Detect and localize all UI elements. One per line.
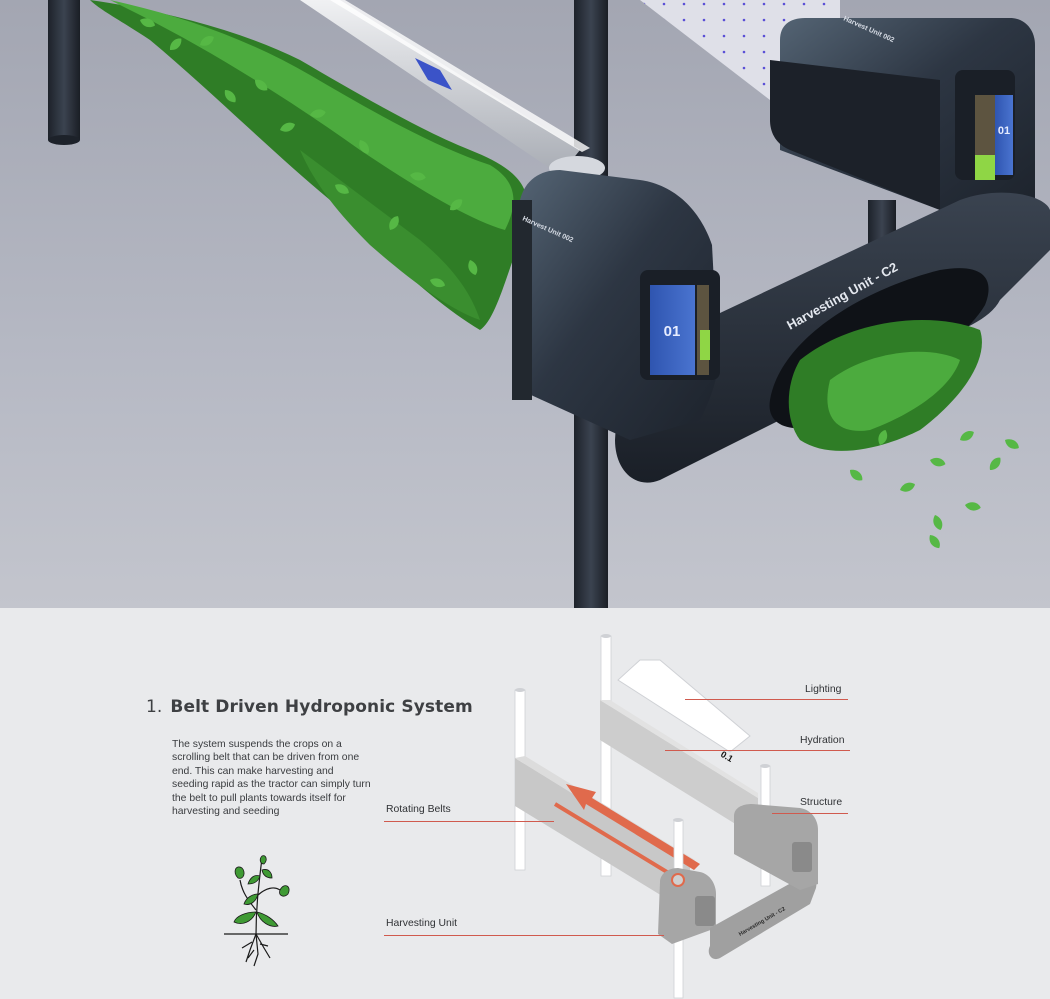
callout-rotating-belts: Rotating Belts (386, 804, 451, 815)
callout-rotating-belts-line (384, 821, 554, 823)
callout-lighting-line (685, 699, 848, 701)
svg-text:0.1: 0.1 (719, 749, 735, 764)
section-description: The system suspends the crops on a scrol… (172, 739, 371, 818)
harvesting-unit-render: 01 Harvest Unit 002 Harvesting Unit - C2 (0, 0, 1050, 608)
callout-harvesting-unit-line (384, 935, 664, 937)
callout-structure: Structure (800, 797, 843, 808)
cartridge-number-center: 01 (664, 323, 681, 340)
callout-harvesting-unit: Harvesting Unit (386, 918, 458, 929)
harvest-unit-right: 01 Harvest Unit 002 (770, 15, 1035, 210)
callout-lighting: Lighting (805, 684, 842, 695)
section-number: 1. (146, 697, 163, 717)
crop-foliage (90, 0, 528, 330)
cartridge-number-right: 01 (998, 125, 1010, 137)
plant-icon (224, 855, 290, 967)
section-title: Belt Driven Hydroponic System (170, 697, 473, 717)
system-diagram: 0.1 Harvesting Unit - C2 (514, 634, 818, 999)
harvest-unit-center: 01 Harvest Unit 002 (512, 156, 720, 440)
callout-structure-line (772, 813, 848, 815)
callout-hydration-line (665, 750, 850, 752)
callout-hydration: Hydration (800, 735, 845, 746)
section-heading: 1. Belt Driven Hydroponic System (146, 697, 473, 717)
